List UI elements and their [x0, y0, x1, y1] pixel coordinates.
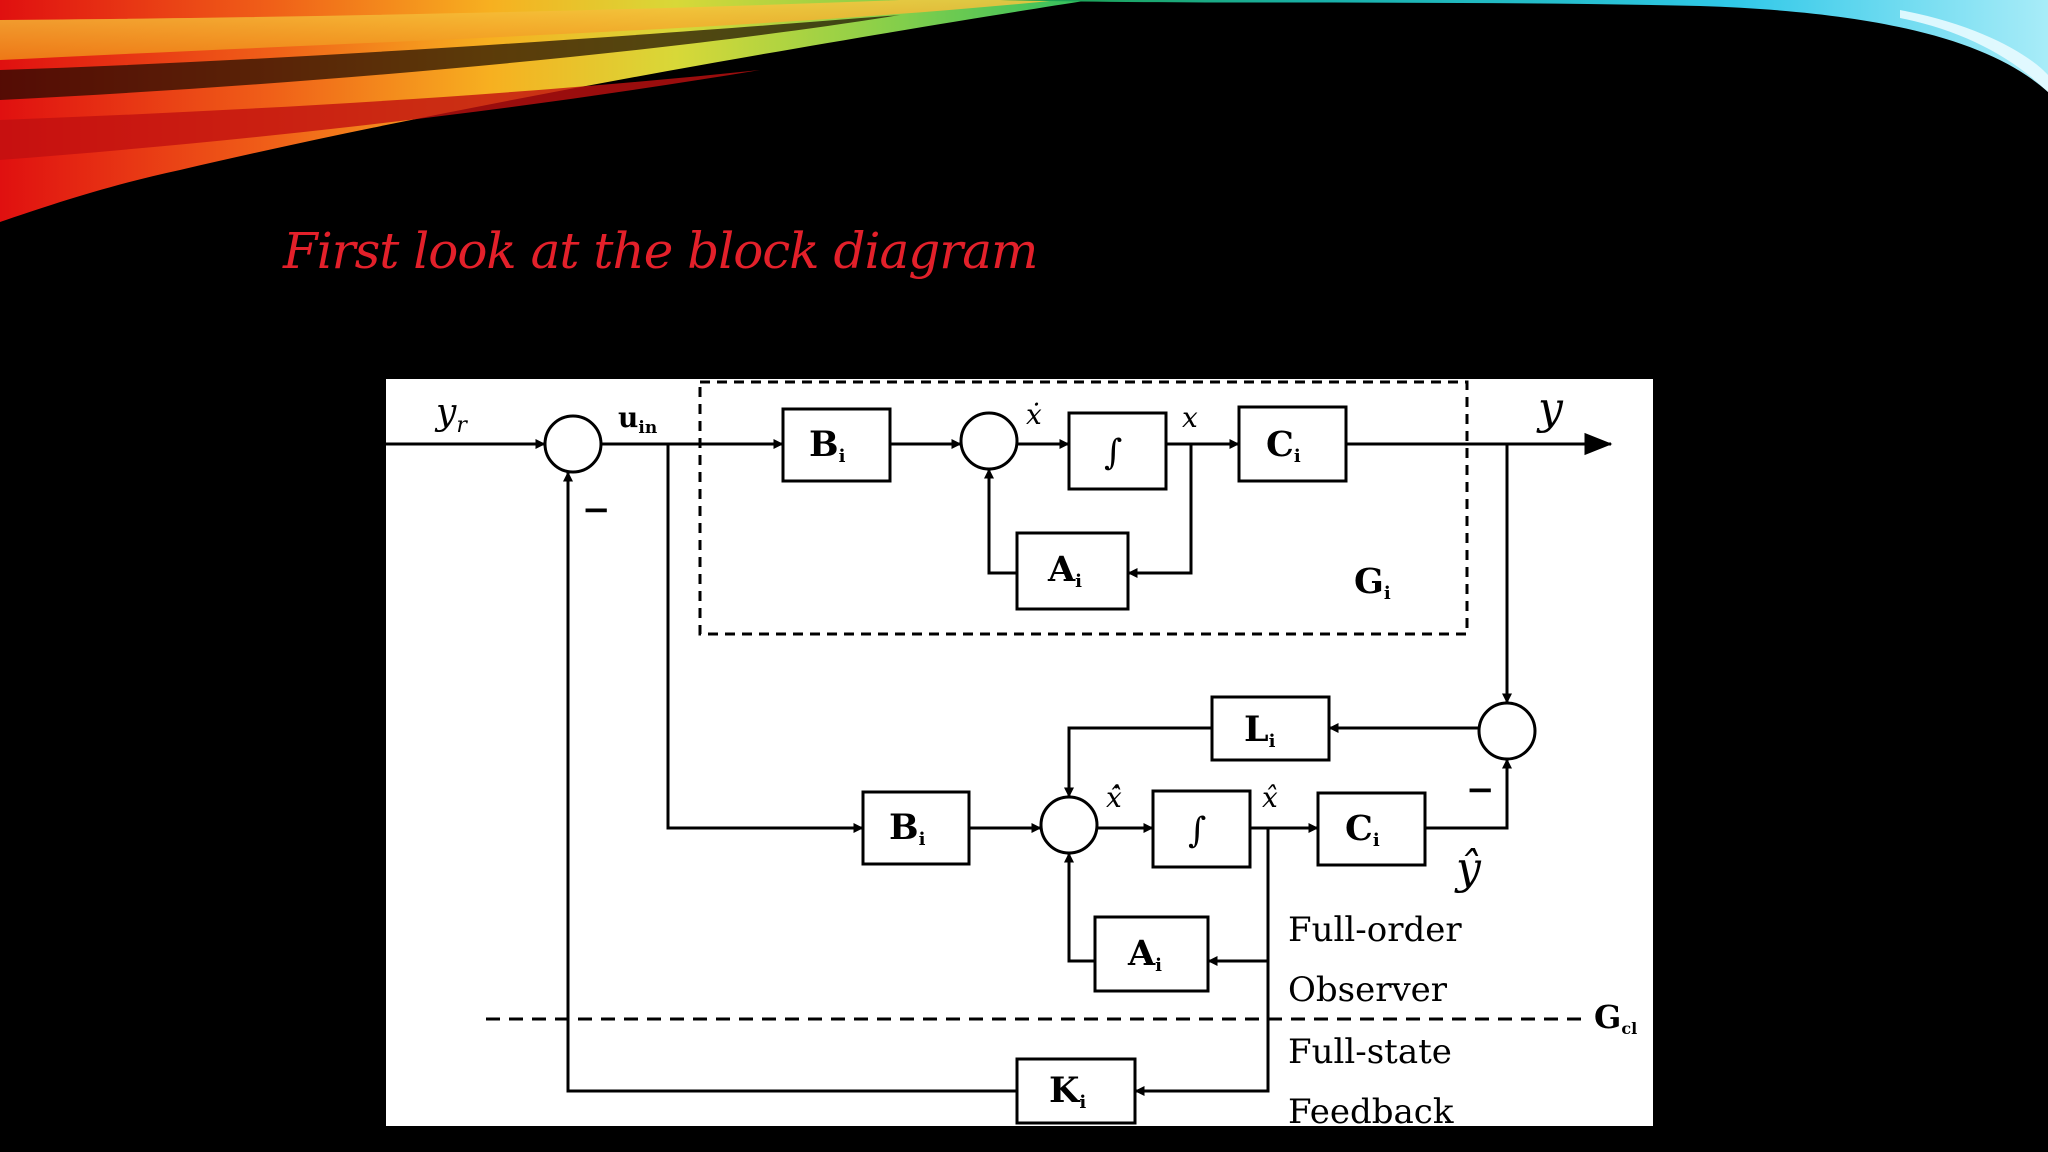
l-to-observer-sum-wire	[1064, 726, 1212, 798]
x-hat-dot-label: x̂̇	[1106, 781, 1122, 814]
minus-sign-observer: −	[1466, 770, 1495, 810]
a-to-sum-wire	[984, 468, 1017, 575]
yhat-wire	[1425, 758, 1512, 830]
a-observer-block	[1093, 915, 1210, 993]
y-r-label: yr	[434, 392, 468, 438]
plant-region-label: Gi	[1354, 561, 1391, 604]
observer-sum-junction	[1039, 795, 1099, 855]
a-observer-label: Ai	[1127, 933, 1162, 976]
u-in-to-observer-wire	[666, 444, 864, 833]
integrator-plant-block	[1067, 411, 1168, 491]
k-to-reference-sum-wire	[563, 471, 1017, 1093]
feedback-label-line1: Full-state	[1288, 1032, 1452, 1072]
k-gain-label: Ki	[1049, 1070, 1086, 1113]
xhat-to-k-wire	[1134, 961, 1270, 1096]
a-obs-to-sum-wire	[1064, 852, 1095, 963]
xhat-to-a-obs-wire	[1207, 828, 1270, 966]
plant-sum-junction	[959, 411, 1019, 471]
plant-boundary	[698, 380, 1469, 636]
x-dot-label: ẋ	[1026, 398, 1042, 431]
observer-label-line1: Full-order	[1288, 910, 1462, 950]
integrator-observer-label: ∫	[1188, 811, 1206, 851]
a-plant-label: Ai	[1047, 549, 1082, 592]
x-to-a-wire	[1127, 444, 1193, 578]
closed-loop-label: Gcl	[1594, 998, 1637, 1038]
block-diagram: yr uin − ẋ x y x̂̇ x̂ − ŷ Bi ∫ Ci Ai Li …	[386, 379, 1653, 1132]
slide-title: First look at the block diagram	[283, 222, 1038, 280]
error-sum-junction	[1477, 701, 1537, 761]
block-diagram-canvas: yr uin − ẋ x y x̂̇ x̂ − ŷ Bi ∫ Ci Ai Li …	[386, 380, 1637, 1132]
b-observer-label: Bi	[889, 807, 926, 850]
integrator-plant-label: ∫	[1104, 433, 1122, 473]
l-gain-label: Li	[1244, 709, 1276, 752]
y-output-label: y	[1536, 383, 1564, 434]
x-label: x	[1182, 401, 1198, 434]
b-plant-label: Bi	[809, 424, 846, 467]
minus-sign-reference: −	[582, 490, 611, 530]
c-plant-label: Ci	[1266, 424, 1301, 467]
reference-sum-junction	[543, 414, 603, 474]
observer-label-line2: Observer	[1288, 970, 1448, 1010]
feedback-label-line2: Feedback	[1288, 1092, 1454, 1126]
c-observer-label: Ci	[1345, 808, 1380, 851]
x-hat-label: x̂	[1262, 781, 1278, 814]
u-in-label: uin	[618, 401, 657, 438]
decorative-swoosh-banner	[0, 0, 2048, 222]
y-hat-label: ŷ	[1454, 843, 1482, 894]
